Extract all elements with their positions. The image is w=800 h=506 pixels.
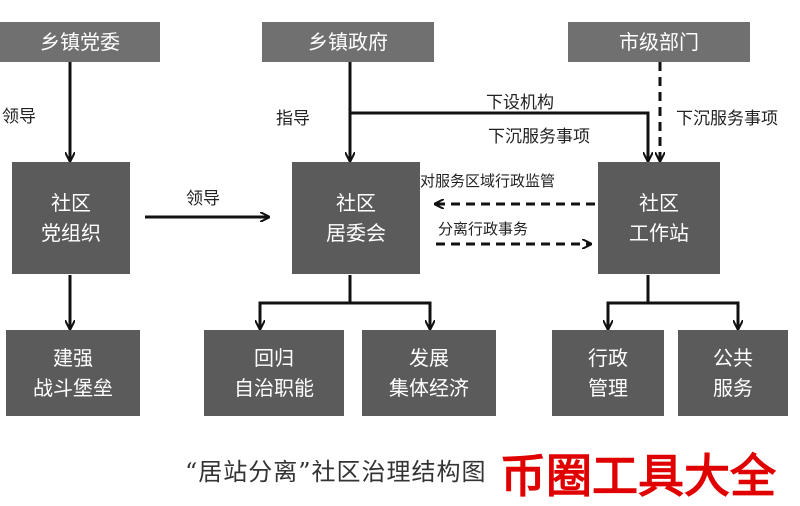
- city-dept-label: 市级部门: [619, 30, 699, 54]
- public-service-box: 公共 服务: [678, 330, 788, 416]
- residents-committee-box: 社区 居委会: [292, 162, 420, 274]
- residents-committee-line2: 居委会: [326, 221, 386, 245]
- fortress-line1: 建强: [53, 346, 93, 370]
- arrow-workstation-to-admin: [608, 275, 650, 328]
- township-gov-label: 乡镇政府: [308, 30, 388, 54]
- label-sink-services-left: 下沉服务事项: [488, 127, 590, 147]
- party-org-line2: 党组织: [41, 221, 101, 245]
- economy-box: 发展 集体经济: [362, 330, 496, 416]
- arrow-gov-to-workstation: [350, 111, 648, 160]
- admin-line2: 管理: [588, 376, 628, 400]
- township-party-box: 乡镇党委: [0, 22, 160, 62]
- party-org-line1: 社区: [51, 191, 91, 215]
- township-gov-box: 乡镇政府: [262, 22, 434, 62]
- label-sink-services-right: 下沉服务事项: [676, 109, 778, 129]
- label-setup-agency: 下设机构: [486, 93, 554, 113]
- workstation-box: 社区 工作站: [598, 162, 720, 274]
- party-org-box: 社区 党组织: [12, 162, 130, 274]
- city-dept-box: 市级部门: [568, 22, 750, 62]
- public-service-line1: 公共: [713, 346, 753, 370]
- admin-box: 行政 管理: [552, 330, 664, 416]
- economy-line1: 发展: [409, 346, 449, 370]
- label-supervise: 对服务区域行政监管: [420, 172, 556, 190]
- autonomy-box: 回归 自治职能: [204, 330, 344, 416]
- label-guide: 指导: [276, 109, 310, 129]
- autonomy-line2: 自治职能: [234, 376, 314, 400]
- fortress-line2: 战斗堡垒: [33, 376, 113, 400]
- workstation-line1: 社区: [639, 191, 679, 215]
- watermark: 币圈工具大全: [500, 449, 776, 503]
- residents-committee-line1: 社区: [336, 191, 376, 215]
- arrow-workstation-to-service: [648, 301, 738, 328]
- diagram-caption: “居站分离”社区治理结构图: [185, 458, 487, 486]
- autonomy-line1: 回归: [254, 346, 294, 370]
- arrow-committee-to-economy: [350, 301, 430, 328]
- arrow-committee-to-autonomy: [260, 275, 352, 328]
- admin-line1: 行政: [588, 346, 628, 370]
- fortress-box: 建强 战斗堡垒: [6, 330, 140, 416]
- label-separate: 分离行政事务: [438, 220, 529, 238]
- economy-line2: 集体经济: [389, 376, 469, 400]
- township-party-label: 乡镇党委: [40, 30, 120, 54]
- workstation-line2: 工作站: [629, 221, 689, 245]
- public-service-line2: 服务: [713, 376, 753, 400]
- label-lead-mid: 领导: [186, 189, 220, 209]
- label-lead-top: 领导: [2, 107, 36, 127]
